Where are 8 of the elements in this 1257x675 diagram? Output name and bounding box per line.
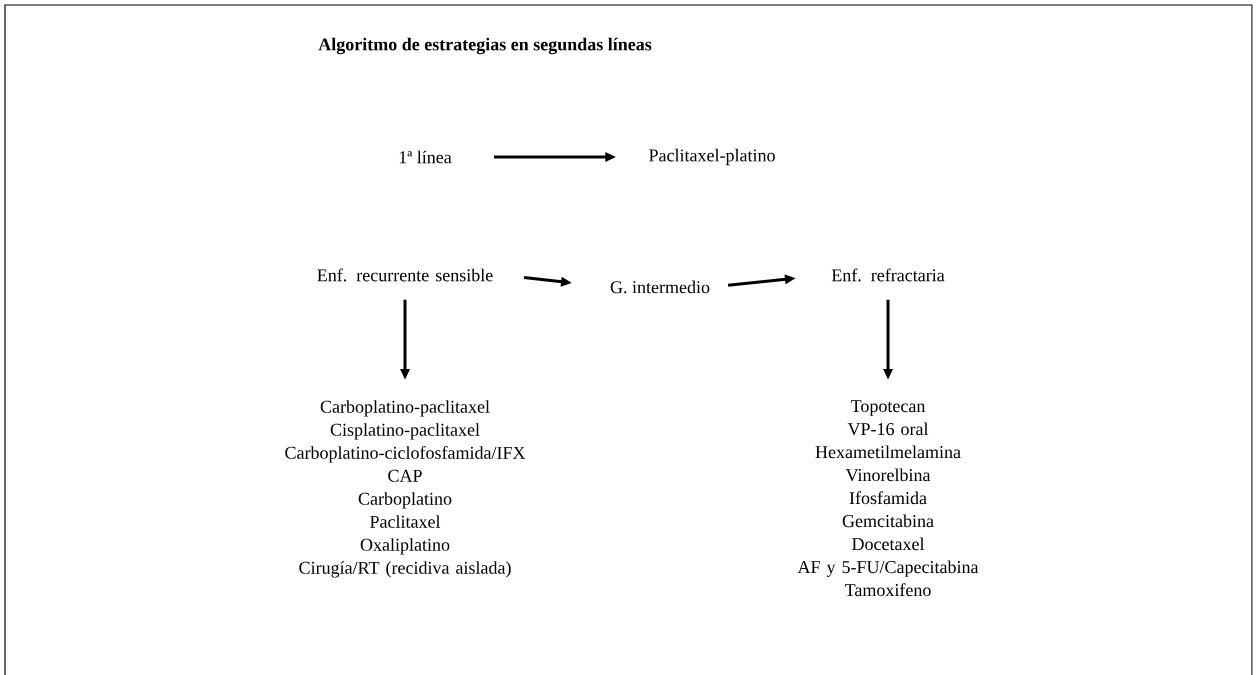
group-label: Enf. recurrente sensible	[317, 268, 493, 282]
group-label: Enf. refractaria	[831, 268, 945, 282]
treatment-list: Carboplatino-paclitaxel Cisplatino-paclitaxel Carboplatino-ciclofosfamida/IFX CAP Carboplatino Paclitaxel Oxaliplatino Cirugía/RT (recidiva aislada)	[285, 400, 526, 578]
group-label: G. intermedio	[610, 280, 710, 294]
step-label: 1ª línea	[399, 150, 452, 164]
treatment-list: Topotecan VP-16 oral Hexametilmelamina Vinorelbina Ifosfamida Gemcitabina Docetaxel AF y 5-FU/Capecitabina Tamoxifeno	[797, 400, 979, 597]
title: Algoritmo de estrategias en segundas líneas	[318, 37, 652, 55]
step-label: Paclitaxel-platino	[649, 148, 775, 166]
